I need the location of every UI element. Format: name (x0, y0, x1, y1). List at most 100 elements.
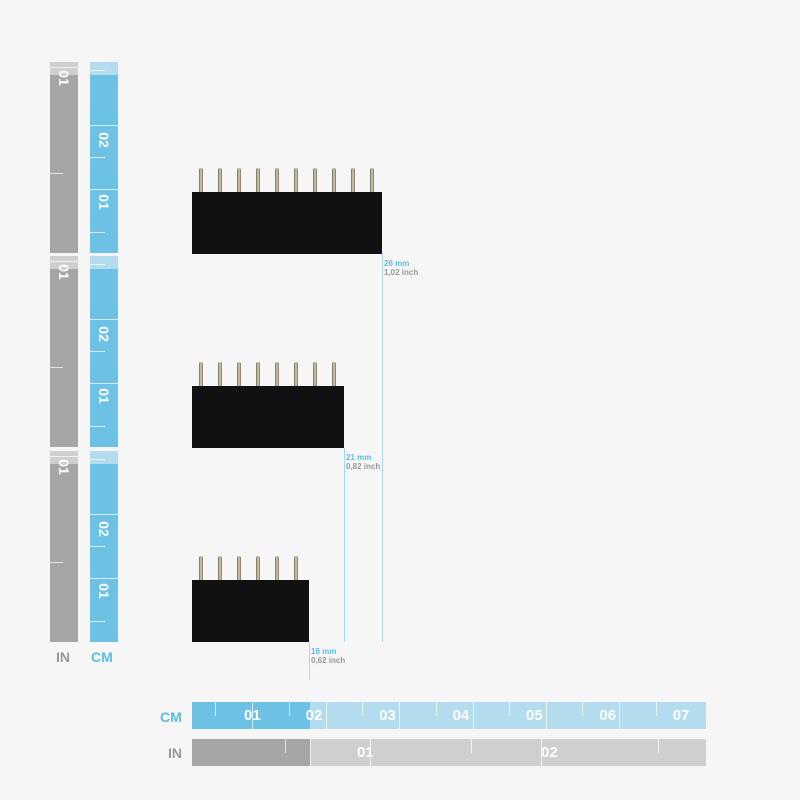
vertical-cm-label: CM (91, 649, 113, 665)
header-body (192, 192, 382, 254)
tick (285, 739, 286, 753)
in-tick-label: 01 (56, 459, 72, 475)
pin (294, 362, 298, 386)
pin (199, 556, 203, 580)
horizontal-in-ruler: 01 02 (192, 739, 706, 766)
in-ruler-light (50, 256, 78, 269)
cm-ruler-light (90, 62, 118, 75)
pin (218, 556, 222, 580)
tick (399, 702, 401, 729)
tick (50, 67, 78, 68)
tick (310, 739, 311, 766)
tick (288, 702, 290, 716)
cm-tick-label: 01 (96, 388, 112, 404)
pin (294, 168, 298, 192)
horizontal-in-label: IN (168, 745, 182, 761)
tick (90, 264, 105, 265)
cm-tick-label: 02 (305, 707, 323, 724)
cm-tick-label: 01 (96, 583, 112, 599)
dimension-inch: 1,02 inch (384, 268, 419, 277)
tick (471, 739, 472, 753)
dimension-line (382, 254, 383, 642)
tick (90, 70, 105, 71)
tick (252, 702, 254, 729)
pin (237, 556, 241, 580)
tick (50, 173, 63, 174)
tick (658, 739, 659, 753)
tick (90, 125, 118, 126)
cm-tick-label: 07 (672, 707, 690, 724)
pin (332, 362, 336, 386)
in-tick-label: 02 (541, 744, 558, 761)
tick (90, 546, 105, 547)
cm-tick-label: 06 (599, 707, 617, 724)
pin (237, 168, 241, 192)
tick (362, 702, 364, 716)
tick (50, 456, 78, 457)
pin (256, 362, 260, 386)
tick (509, 702, 510, 716)
dimension-mm: 26 mm (384, 259, 410, 268)
dimension-line (344, 448, 345, 642)
tick (546, 702, 547, 729)
tick (435, 702, 437, 716)
pin (199, 168, 203, 192)
tick (655, 702, 657, 716)
tick (90, 157, 105, 158)
in-tick-label: 01 (56, 264, 72, 280)
cm-tick-label: 05 (526, 707, 543, 724)
pin (275, 168, 279, 192)
in-tick-label: 01 (56, 70, 72, 86)
header-body (192, 386, 344, 448)
in-ruler-segment: 01 (50, 256, 78, 447)
in-ruler-segment: 01 (50, 451, 78, 642)
cm-tick-label: 02 (96, 132, 112, 148)
tick (472, 702, 474, 729)
pin (351, 168, 355, 192)
tick (541, 739, 542, 766)
pin (313, 168, 317, 192)
cm-ruler-segment: 02 01 (90, 451, 118, 642)
tick (90, 621, 105, 622)
tick (50, 367, 63, 368)
pin (237, 362, 241, 386)
tick (582, 702, 584, 716)
dimension-line (309, 642, 310, 680)
pin (294, 556, 298, 580)
tick (90, 319, 118, 320)
dimension-mm: 21 mm (346, 453, 372, 462)
tick (50, 562, 63, 563)
tick (50, 261, 78, 262)
tick (325, 702, 327, 729)
tick (90, 426, 105, 427)
tick (90, 578, 118, 579)
pin (275, 362, 279, 386)
cm-tick-label: 02 (96, 521, 112, 537)
dimension-inch: 0,82 inch (346, 462, 381, 471)
pin (370, 168, 374, 192)
cm-ruler-light (90, 451, 118, 464)
tick (90, 232, 105, 233)
tick (90, 189, 118, 190)
pin (218, 168, 222, 192)
vertical-in-label: IN (56, 649, 70, 665)
cm-tick-label: 01 (244, 707, 261, 724)
header-body (192, 580, 309, 642)
in-ruler-segment: 01 (50, 62, 78, 253)
pin (275, 556, 279, 580)
in-tick-label: 01 (357, 744, 374, 761)
tick (90, 459, 105, 460)
pin (313, 362, 317, 386)
pin (218, 362, 222, 386)
dimension-inch: 0,62 inch (311, 656, 346, 665)
tick (619, 702, 621, 729)
in-ruler-light (50, 62, 78, 75)
tick (370, 739, 371, 766)
pin (256, 556, 260, 580)
pin (332, 168, 336, 192)
tick (90, 383, 118, 384)
dimension-mm: 16 mm (311, 647, 337, 656)
